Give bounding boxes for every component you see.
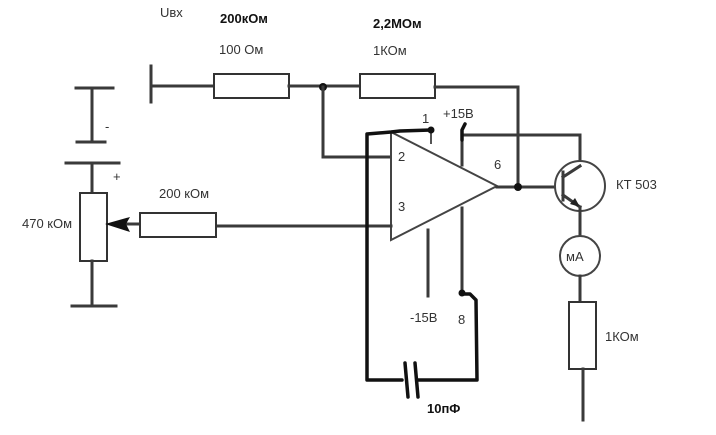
transistor-collector <box>560 163 583 180</box>
label-potentiometer: 470 кОм <box>22 216 72 231</box>
label-vplus: +15В <box>443 106 474 121</box>
label-ammeter: мА <box>566 249 584 264</box>
label-transistor: КТ 503 <box>616 177 657 192</box>
wire-hand-left <box>365 128 433 382</box>
label-battery-plus: + <box>113 169 121 184</box>
junction-output <box>514 183 522 191</box>
wire-hand-right <box>415 292 479 382</box>
label-r-noninv: 200 кОм <box>159 186 209 201</box>
label-pin2: 2 <box>398 149 405 164</box>
label-r-load: 1КОм <box>605 329 639 344</box>
resistor-noninv <box>139 212 217 238</box>
label-r-fb-handwritten: 2,2МОм <box>373 16 422 31</box>
label-vminus: -15В <box>410 310 437 325</box>
label-r-in-handwritten: 200кОм <box>220 11 268 26</box>
emitter-arrow-icon <box>570 198 580 207</box>
capacitor-plate-1 <box>403 361 410 399</box>
resistor-input <box>213 73 290 99</box>
opamp <box>390 130 500 242</box>
label-pin6: 6 <box>494 157 501 172</box>
label-input: Uвх <box>160 5 183 20</box>
label-capacitor: 10пФ <box>427 401 460 416</box>
resistor-feedback <box>359 73 436 99</box>
label-r-fb: 1КОм <box>373 43 407 58</box>
label-battery-minus: - <box>105 119 109 134</box>
potentiometer <box>79 192 108 262</box>
label-r-in: 100 Ом <box>219 42 263 57</box>
resistor-load <box>568 301 597 370</box>
pin1-dot <box>427 126 435 134</box>
pin8-dot <box>458 289 466 297</box>
capacitor-plate-2 <box>413 361 420 399</box>
label-pin3: 3 <box>398 199 405 214</box>
wiper-arrow-icon <box>105 217 130 232</box>
label-pin8: 8 <box>458 312 465 327</box>
label-pin1: 1 <box>422 111 429 126</box>
vplus-hand-mark <box>460 122 467 142</box>
